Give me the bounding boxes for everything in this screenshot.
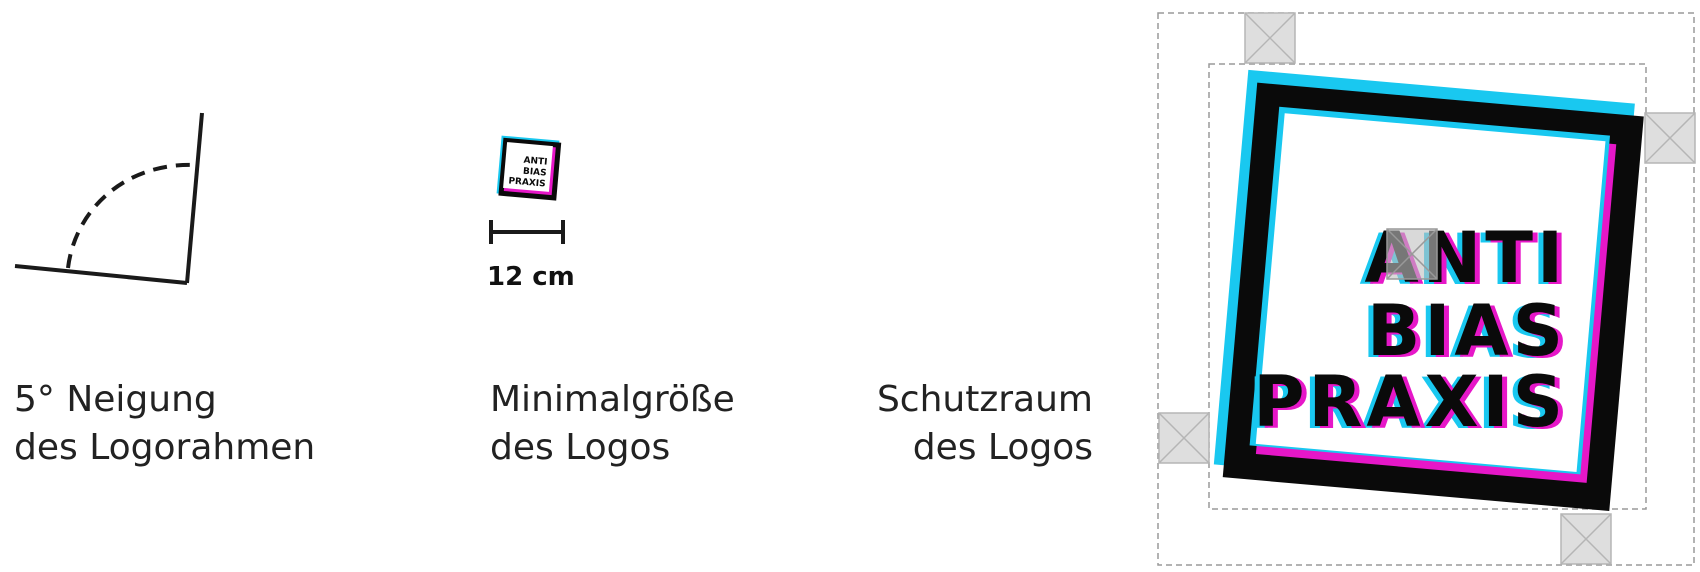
logo-line2: BIAS xyxy=(1367,290,1567,372)
inner-guide-box xyxy=(1208,63,1647,510)
min-size-caption: Minimalgröße des Logos xyxy=(490,376,735,472)
logo-line3: PRAXIS xyxy=(1253,361,1567,443)
safe-zone-caption-line2: des Logos xyxy=(912,427,1093,468)
dimension-bar xyxy=(489,220,565,244)
svg-text:ANTI: ANTI xyxy=(1369,219,1572,301)
main-logo xyxy=(1213,69,1644,511)
marker-top xyxy=(1244,12,1296,64)
logo-black-frame xyxy=(1222,82,1644,511)
mini-logo-line1: ANTI xyxy=(523,156,548,168)
angle-caption-line2: des Logorahmen xyxy=(14,427,316,468)
min-size-caption-line2: des Logos xyxy=(490,427,671,468)
svg-text:BIAS: BIAS xyxy=(1362,292,1562,374)
marker-right xyxy=(1644,112,1696,164)
spacing-markers xyxy=(1158,12,1696,565)
safe-zone-caption-line1: Schutzraum xyxy=(876,379,1093,420)
main-logo-text: ANTI ANTI ANTI BIAS BIAS BIAS PRAXIS PRA… xyxy=(1248,217,1572,445)
svg-text:PRAXIS: PRAXIS xyxy=(1258,363,1572,445)
angle-base-line xyxy=(14,264,188,285)
svg-text:PRAXIS: PRAXIS xyxy=(1248,363,1562,445)
angle-legs xyxy=(14,112,204,285)
marker-left xyxy=(1158,412,1210,464)
mini-logo: ANTI BIAS PRAXIS xyxy=(496,135,562,201)
outer-guide-box xyxy=(1157,12,1695,566)
min-size-caption-line1: Minimalgröße xyxy=(490,379,735,420)
logo-white-field xyxy=(1255,113,1606,472)
min-size-value: 12 cm xyxy=(487,262,575,292)
angle-arc xyxy=(66,162,197,269)
angle-vertical-line xyxy=(185,112,204,284)
svg-text:BIAS: BIAS xyxy=(1372,292,1572,374)
mini-logo-line3: PRAXIS xyxy=(508,176,546,189)
marker-bottom xyxy=(1560,513,1612,565)
svg-text:ANTI: ANTI xyxy=(1359,219,1562,301)
angle-caption: 5° Neigung des Logorahmen xyxy=(14,376,315,472)
angle-caption-line1: 5° Neigung xyxy=(14,379,217,420)
logo-line1: ANTI xyxy=(1364,217,1567,299)
mini-logo-line2: BIAS xyxy=(522,167,546,179)
logo-cyan-line xyxy=(1249,106,1610,475)
safe-zone-caption: Schutzraum des Logos xyxy=(877,376,1093,472)
logo-cyan-frame xyxy=(1213,69,1635,499)
letter-marker xyxy=(1386,228,1438,280)
logo-magenta-line xyxy=(1255,115,1617,483)
